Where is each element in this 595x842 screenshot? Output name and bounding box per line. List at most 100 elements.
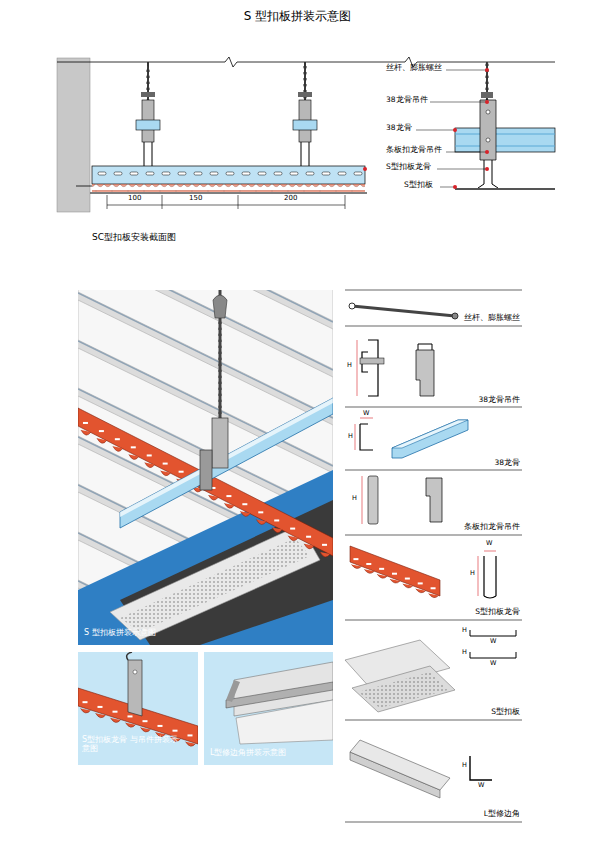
rect-shape [158, 725, 163, 727]
rect-shape [179, 471, 184, 473]
rect-shape [210, 172, 218, 175]
rect-shape [99, 430, 104, 432]
rect-shape [178, 172, 186, 175]
rect-shape [293, 120, 317, 130]
rect-shape [194, 172, 202, 175]
rect-shape [306, 536, 311, 538]
path-shape [256, 519, 266, 524]
polygon-shape [392, 420, 468, 448]
line-shape [345, 822, 522, 823]
path-shape [240, 511, 250, 516]
rect-shape [338, 172, 346, 175]
polygon-shape [120, 398, 333, 517]
line-shape [416, 130, 455, 131]
polygon-shape [236, 700, 333, 744]
rect-shape [226, 172, 234, 175]
line-shape [352, 306, 455, 316]
path-shape [364, 569, 374, 573]
circle-shape [485, 100, 489, 104]
path-shape [362, 340, 378, 396]
path-shape [126, 723, 136, 728]
line-shape [484, 551, 496, 552]
path-shape [144, 142, 152, 166]
part-name: 条板扣龙骨吊件 [464, 523, 520, 532]
dimension-label: H [470, 570, 475, 577]
line-shape [76, 186, 92, 187]
path-shape [304, 544, 314, 549]
path-shape [470, 630, 516, 658]
rect-shape [147, 454, 152, 456]
path-shape [416, 350, 434, 396]
rect-shape [143, 720, 148, 722]
path-shape [301, 142, 309, 166]
path-shape [213, 295, 227, 318]
path-shape [111, 718, 121, 723]
rect-shape [173, 730, 178, 732]
runner-hanger-view [78, 652, 198, 765]
rect-shape [322, 544, 327, 546]
circle-shape [485, 150, 489, 154]
rect-shape [163, 463, 168, 465]
rect-shape [366, 563, 371, 565]
line-shape [345, 535, 522, 536]
rect-shape [98, 706, 103, 708]
rect-shape [128, 715, 133, 717]
line-shape [345, 407, 522, 408]
path-shape [360, 424, 373, 450]
rect-shape [290, 172, 298, 175]
polygon-shape [352, 666, 455, 712]
dimension-label: W [490, 638, 496, 645]
circle-shape [485, 167, 489, 171]
view-caption: S型扣板龙骨 与吊件拼装示意图 [82, 735, 182, 753]
part-name: 条板扣龙骨吊件 [386, 146, 442, 155]
line-shape [345, 195, 346, 209]
rect-shape [113, 711, 118, 713]
path-shape [161, 471, 171, 476]
polygon-shape [350, 546, 440, 596]
path-shape [224, 503, 234, 508]
rect-shape [83, 701, 88, 703]
line-shape [362, 476, 363, 524]
rect-shape [360, 358, 384, 364]
rect-shape [146, 172, 154, 175]
part-name: 38龙骨吊件 [478, 396, 520, 405]
line-shape [107, 205, 345, 206]
line-shape [345, 290, 522, 291]
rect-shape [405, 578, 410, 580]
rect-shape [368, 476, 378, 524]
path-shape [208, 495, 218, 500]
rect-shape [78, 652, 198, 765]
path-shape [113, 446, 123, 451]
path-shape [426, 478, 442, 522]
path-shape [390, 579, 400, 583]
polygon-shape [350, 740, 450, 790]
path-shape [96, 713, 106, 718]
line-shape [430, 102, 487, 103]
circle-shape [486, 138, 490, 142]
polygon-shape [110, 525, 320, 640]
polygon-shape [120, 538, 310, 632]
line-shape [345, 620, 522, 621]
circle-shape [453, 185, 457, 189]
rect-shape [258, 172, 266, 175]
rect-shape [141, 92, 155, 97]
line-shape [478, 556, 479, 596]
circle-shape [363, 167, 367, 171]
line-shape [455, 134, 555, 135]
part-name: S型扣板龙骨 [386, 163, 431, 172]
rect-shape [322, 172, 330, 175]
circle-shape [133, 670, 137, 674]
line-shape [90, 192, 367, 194]
path-shape [97, 438, 107, 443]
path-shape [288, 536, 298, 541]
line-shape [345, 326, 522, 327]
path-shape [429, 594, 439, 598]
rect-shape [274, 519, 279, 521]
path-shape [418, 344, 432, 350]
line-shape [437, 169, 487, 170]
polygon-shape [358, 672, 448, 708]
line-shape [57, 62, 90, 63]
rect-shape [162, 172, 170, 175]
polygon-shape [392, 420, 468, 458]
